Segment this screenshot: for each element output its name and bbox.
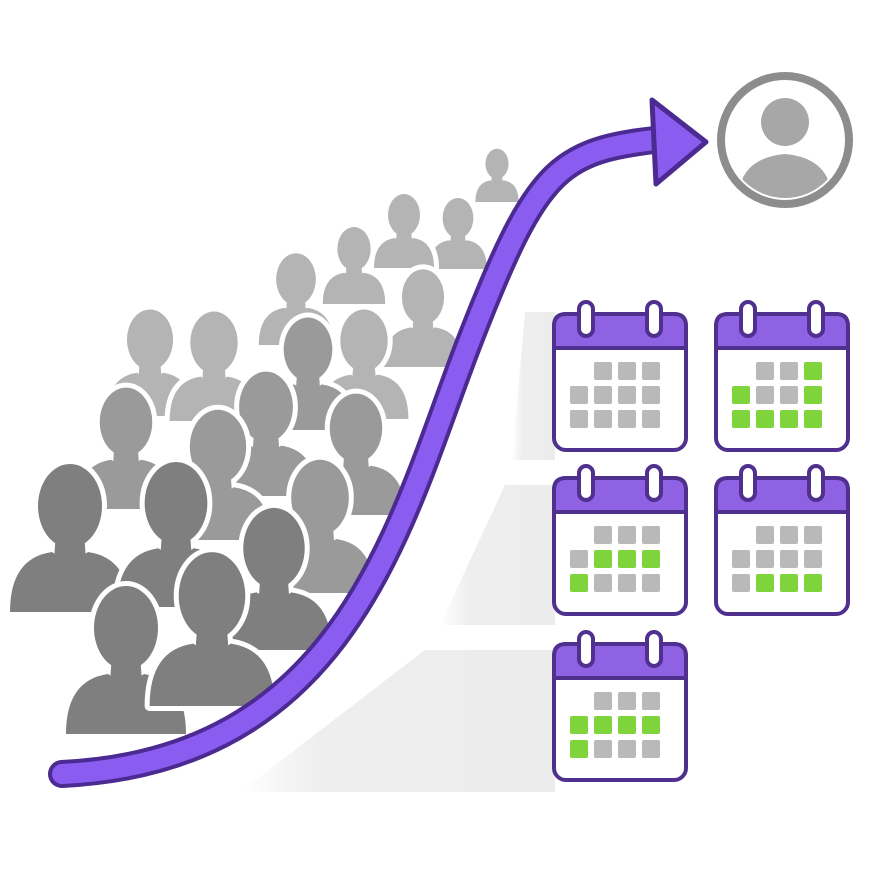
- day-cell: [642, 740, 660, 758]
- avatar-head: [761, 98, 809, 146]
- day-cell: [642, 526, 660, 544]
- day-cell-active: [780, 574, 798, 592]
- day-cell: [780, 550, 798, 568]
- day-cell: [804, 550, 822, 568]
- arrow-head: [649, 97, 709, 187]
- day-cell: [594, 362, 612, 380]
- person-silhouette-icon: [424, 192, 492, 274]
- calendar-header: [714, 312, 850, 350]
- day-cell: [594, 740, 612, 758]
- calendar-icon: [552, 630, 688, 782]
- day-cell: [642, 574, 660, 592]
- calendar-icon: [714, 300, 850, 452]
- day-cell-active: [732, 386, 750, 404]
- person-silhouette-icon: [144, 547, 280, 711]
- day-cell-active: [756, 410, 774, 428]
- day-cell: [594, 410, 612, 428]
- day-cell: [618, 574, 636, 592]
- day-cell-active: [618, 550, 636, 568]
- day-cell: [570, 386, 588, 404]
- avatar-body: [738, 154, 832, 198]
- calendar-ring: [577, 300, 595, 338]
- day-cell: [780, 526, 798, 544]
- day-cell-active: [804, 386, 822, 404]
- calendar-ring: [807, 464, 825, 502]
- user-avatar-icon: [717, 72, 853, 208]
- day-cell: [618, 386, 636, 404]
- day-cell: [618, 410, 636, 428]
- day-cell-active: [570, 716, 588, 734]
- step-shadow-2: [440, 485, 555, 625]
- crowd: [5, 143, 524, 739]
- day-cell: [642, 410, 660, 428]
- day-cell-active: [780, 410, 798, 428]
- day-cell: [756, 386, 774, 404]
- person-silhouette-icon: [369, 189, 439, 273]
- day-cell: [756, 362, 774, 380]
- calendar-icon: [552, 464, 688, 616]
- day-cell: [570, 550, 588, 568]
- calendar-ring: [645, 464, 663, 502]
- day-cell: [570, 410, 588, 428]
- day-cell: [756, 550, 774, 568]
- person-silhouette-icon: [317, 222, 391, 310]
- step-shadow-3: [240, 650, 555, 792]
- calendar-header: [552, 642, 688, 680]
- day-cell-active: [570, 740, 588, 758]
- person-silhouette-icon: [211, 502, 337, 656]
- day-cell: [594, 692, 612, 710]
- calendar-ring: [645, 300, 663, 338]
- day-cell: [732, 574, 750, 592]
- day-cell: [618, 692, 636, 710]
- day-cell-active: [594, 716, 612, 734]
- day-cell-active: [642, 550, 660, 568]
- calendar-ring: [577, 630, 595, 668]
- calendar-ring: [739, 464, 757, 502]
- day-cell: [780, 386, 798, 404]
- day-cell: [618, 362, 636, 380]
- growth-arrow: [48, 97, 709, 788]
- day-cell: [642, 386, 660, 404]
- day-cell-active: [618, 716, 636, 734]
- calendar-icon: [552, 300, 688, 452]
- day-cell: [618, 526, 636, 544]
- day-cell-active: [570, 574, 588, 592]
- day-cell-active: [594, 550, 612, 568]
- day-cell-active: [804, 410, 822, 428]
- calendar-icon: [714, 464, 850, 616]
- calendar-header: [552, 312, 688, 350]
- day-cell: [642, 362, 660, 380]
- calendar-ring: [739, 300, 757, 338]
- calendar-grid: [552, 300, 850, 782]
- day-cell-active: [804, 574, 822, 592]
- day-cell: [804, 526, 822, 544]
- step-shadow-1: [512, 312, 555, 460]
- day-cell: [732, 550, 750, 568]
- day-cell-active: [732, 410, 750, 428]
- calendar-header: [552, 476, 688, 514]
- calendar-ring: [577, 464, 595, 502]
- step-shadows: [240, 312, 555, 792]
- day-cell-active: [804, 362, 822, 380]
- day-cell: [594, 574, 612, 592]
- calendar-ring: [807, 300, 825, 338]
- curved-arrow-fill: [52, 128, 682, 784]
- day-cell: [780, 362, 798, 380]
- day-cell: [756, 526, 774, 544]
- person-silhouette-icon: [470, 143, 524, 208]
- day-cell: [642, 692, 660, 710]
- day-cell: [594, 526, 612, 544]
- person-silhouette-icon: [378, 264, 468, 372]
- calendar-ring: [645, 630, 663, 668]
- day-cell: [594, 386, 612, 404]
- calendar-header: [714, 476, 850, 514]
- day-cell-active: [756, 574, 774, 592]
- day-cell: [618, 740, 636, 758]
- day-cell-active: [642, 716, 660, 734]
